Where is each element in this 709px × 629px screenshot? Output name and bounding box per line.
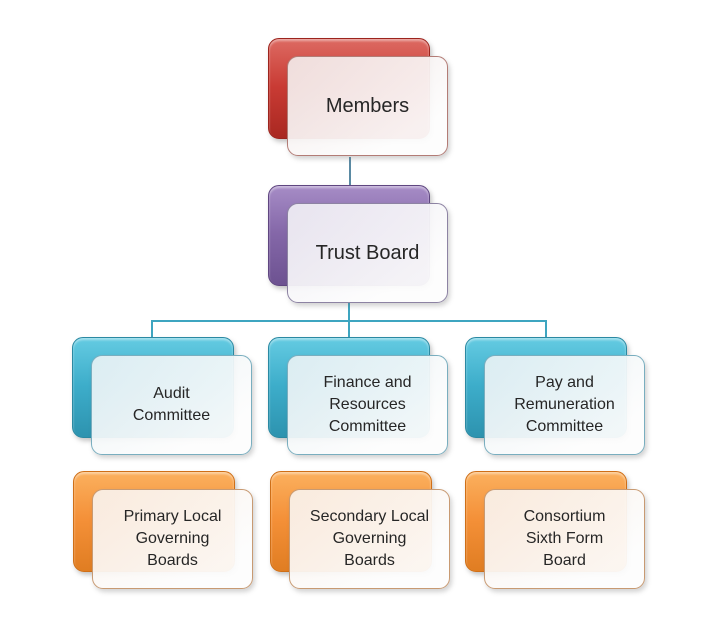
node-label: Members [325,95,410,117]
org-node-secondary-local-governing-boards[interactable]: Secondary Local Governing Boards [270,471,451,590]
node-front-card: Secondary Local Governing Boards [289,489,450,589]
connector-members-trustboard [349,157,351,185]
connector-trustboard-stem [348,303,350,322]
org-node-members[interactable]: Members [268,38,449,157]
connector-drop-audit [151,320,153,338]
node-label: Pay and Remuneration Committee [514,374,615,435]
node-front-card: Primary Local Governing Boards [92,489,253,589]
org-node-trust-board[interactable]: Trust Board [268,185,449,304]
node-front-card: Pay and Remuneration Committee [484,355,645,455]
node-label: Trust Board [315,242,420,264]
connector-drop-pay [545,320,547,338]
node-front-card: Trust Board [287,203,448,303]
connector-drop-finance [348,320,350,338]
node-label: Secondary Local Governing Boards [309,508,430,569]
node-front-card: Audit Committee [91,355,252,455]
org-node-audit-committee[interactable]: Audit Committee [72,337,253,456]
org-node-consortium-sixth-form-board[interactable]: Consortium Sixth Form Board [465,471,646,590]
node-label: Consortium Sixth Form Board [523,508,606,569]
node-front-card: Members [287,56,448,156]
node-label: Primary Local Governing Boards [123,508,222,569]
node-label: Audit Committee [132,385,211,424]
node-front-card: Consortium Sixth Form Board [484,489,645,589]
node-front-card: Finance and Resources Committee [287,355,448,455]
org-node-finance-resources-committee[interactable]: Finance and Resources Committee [268,337,449,456]
org-node-pay-remuneration-committee[interactable]: Pay and Remuneration Committee [465,337,646,456]
node-label: Finance and Resources Committee [323,374,412,435]
org-node-primary-local-governing-boards[interactable]: Primary Local Governing Boards [73,471,254,590]
